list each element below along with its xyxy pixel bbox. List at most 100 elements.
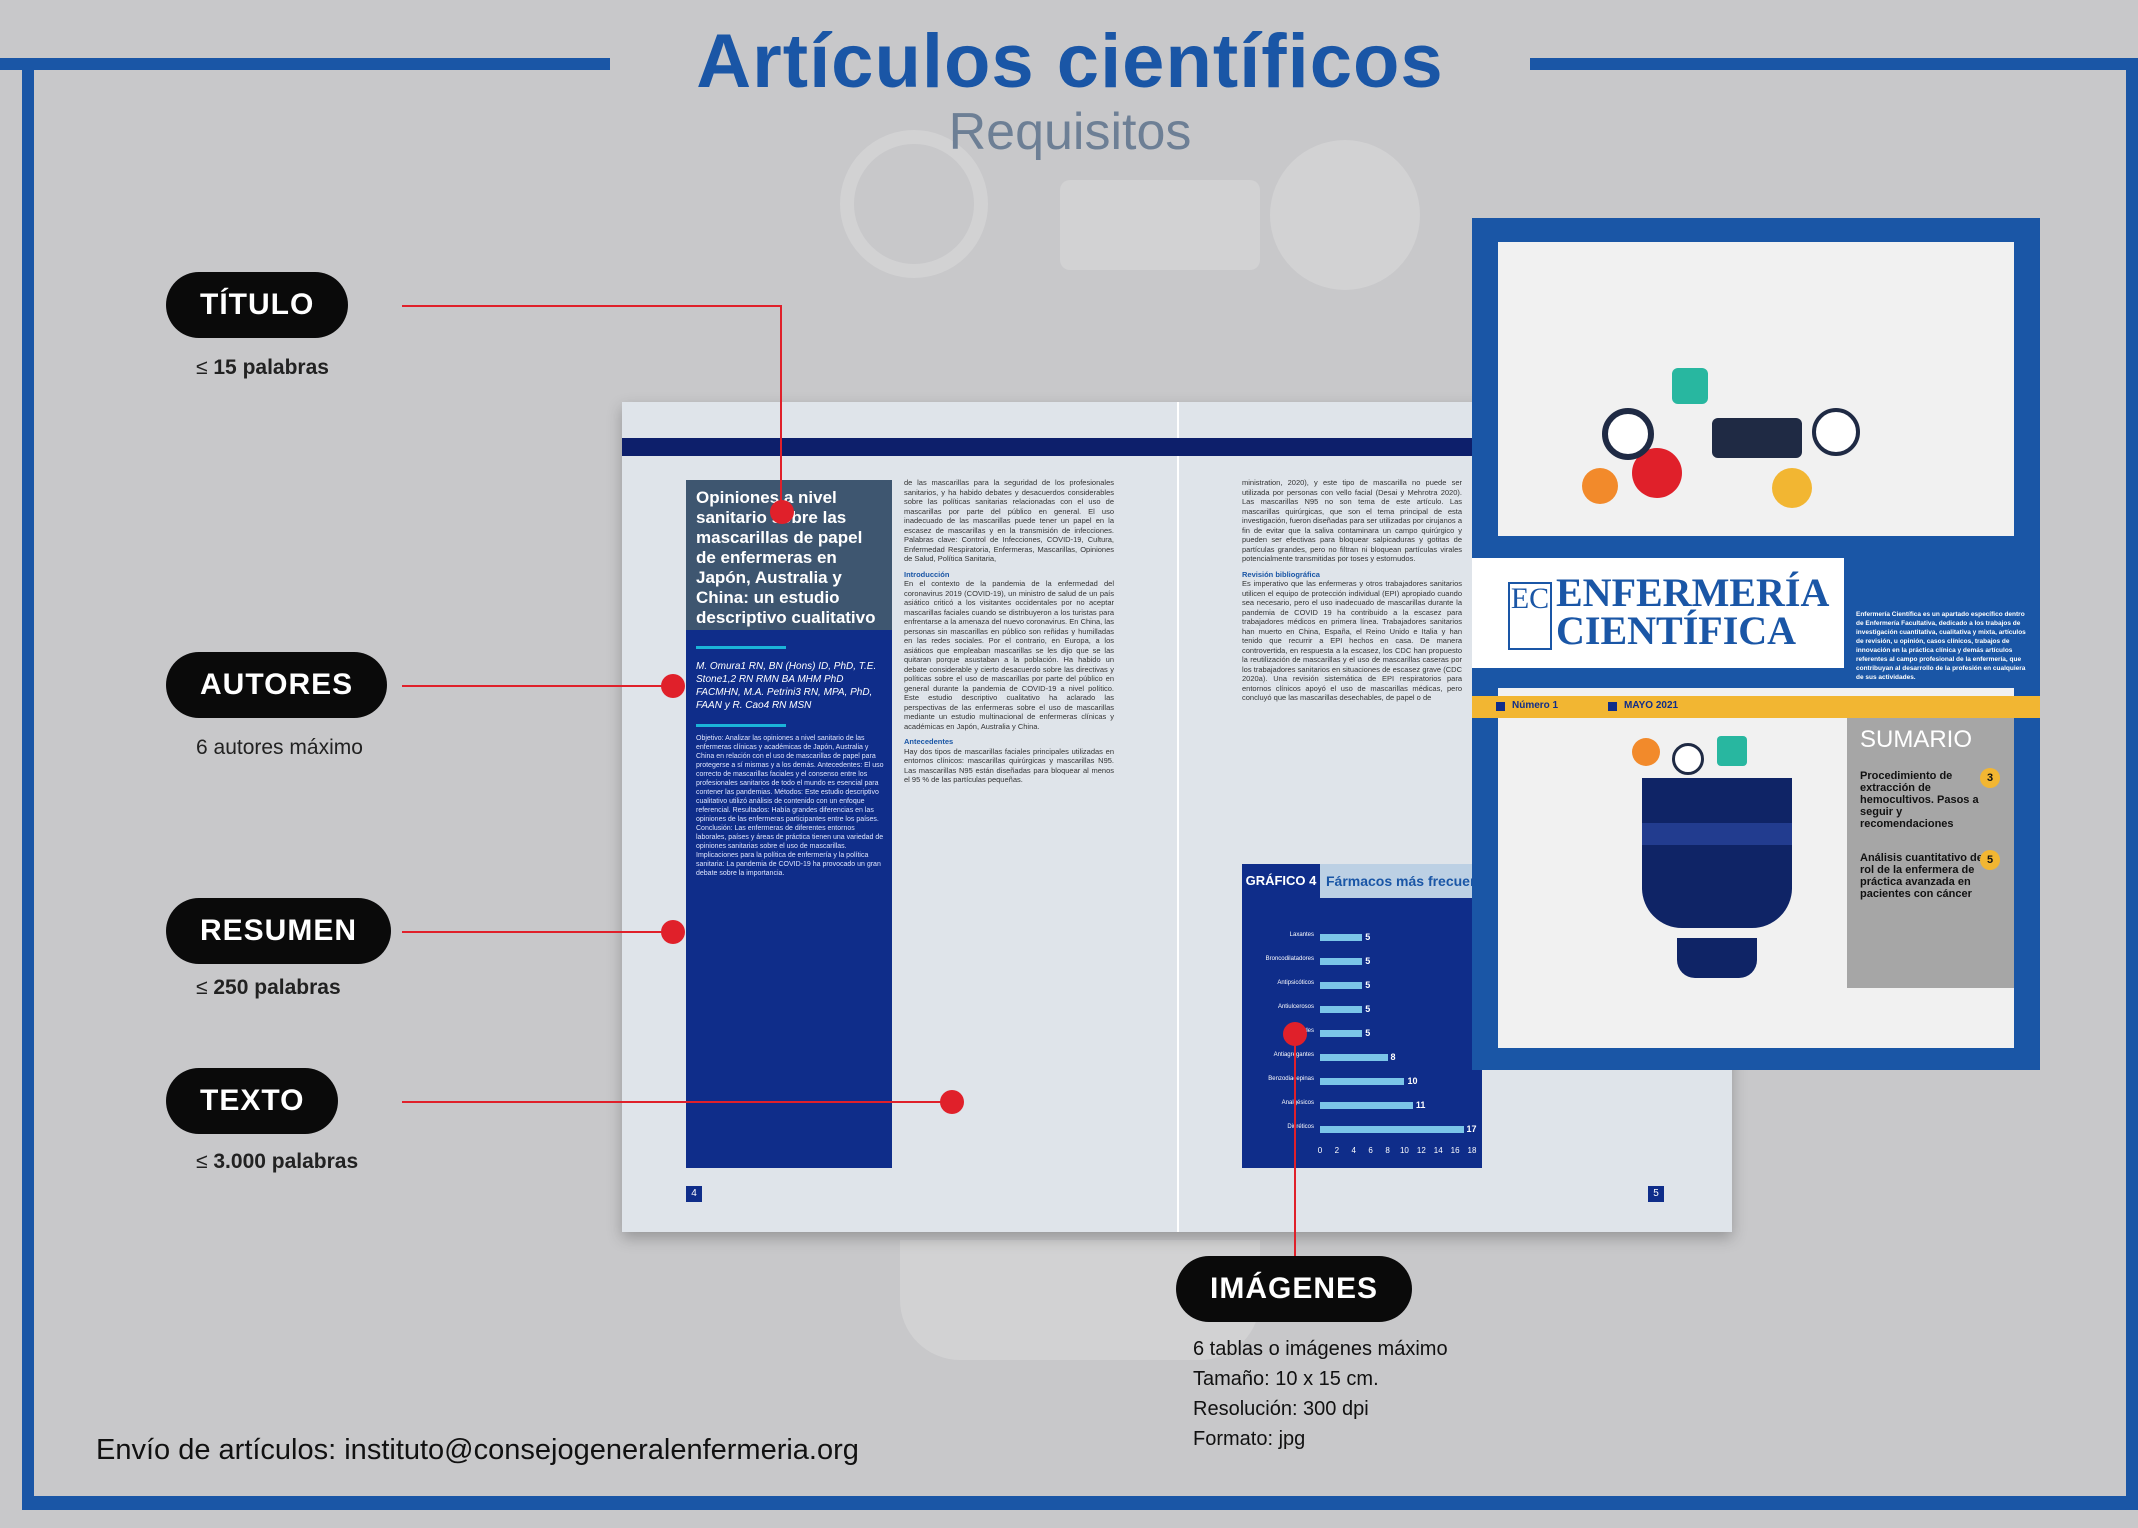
chart-category-label: Broncodilatadores — [1265, 956, 1314, 962]
imagenes-label: IMÁGENES — [1176, 1256, 1413, 1322]
frame-bar-top-right — [1530, 58, 2138, 70]
titulo-label: TÍTULO — [166, 272, 349, 338]
page-number-left: 4 — [686, 1186, 702, 1202]
text-column-1: de las mascarillas para la seguridad de … — [904, 478, 1114, 1168]
sumario-page-badge: 5 — [1980, 850, 2000, 870]
frame-bar-left — [22, 58, 34, 1508]
chart-category-label: Diuréticos — [1287, 1124, 1314, 1130]
chart-subtitle: Fármacos más frecuentes — [1320, 864, 1482, 898]
imagenes-note: Resolución: 300 dpi — [1193, 1398, 1369, 1420]
chart-tick-label: 18 — [1467, 1146, 1477, 1155]
autores-note: 6 autores máximo — [196, 736, 363, 759]
text-column-2: ministration, 2020), y este tipo de masc… — [1242, 478, 1462, 858]
chart-tick-label: 14 — [1433, 1146, 1443, 1155]
chart-bar — [1320, 1078, 1405, 1085]
sumario-item: Procedimiento de extracción de hemoculti… — [1860, 770, 1979, 830]
lightbulb-icon — [1772, 468, 1812, 508]
chart-category-label: Antiulcerosos — [1277, 1004, 1314, 1010]
cover-issue-strip — [1472, 696, 2040, 718]
issue-bullet — [1496, 702, 1505, 711]
column-1-paragraph-2: En el contexto de la pandemia de la enfe… — [904, 579, 1114, 731]
chart-category-label: Analgésicos — [1281, 1100, 1314, 1106]
imagenes-note: 6 tablas o imágenes máximo — [1193, 1338, 1448, 1360]
column-2-paragraph: ministration, 2020), y este tipo de masc… — [1242, 478, 1462, 563]
chart-category-label: Laxantes — [1289, 932, 1314, 938]
chart-value-label: 10 — [1407, 1076, 1418, 1086]
cover-logo-mark: EC — [1508, 582, 1552, 650]
authors-rule — [696, 724, 786, 727]
resumen-connector — [402, 931, 672, 933]
frame-bar-top-left — [0, 58, 610, 70]
page-number-right: 5 — [1648, 1186, 1664, 1202]
article-title: Opiniones a nivel sanitario sobre las ma… — [686, 480, 892, 630]
cover-top-panel — [1498, 242, 2014, 540]
chart-bar — [1320, 934, 1363, 941]
cover-issue-number: Número 1 — [1512, 700, 1559, 711]
lamp-stripe — [1642, 823, 1792, 845]
titulo-marker — [770, 500, 794, 524]
imagenes-notes: 6 tablas o imágenes máximo Tamaño: 10 x … — [1193, 1334, 1448, 1454]
chart-value-label: 11 — [1415, 1100, 1426, 1110]
puzzle-icon — [1672, 368, 1708, 404]
imagenes-connector — [1294, 1034, 1296, 1288]
titulo-note: ≤ 15 palabras — [196, 356, 329, 379]
texto-note: ≤ 3.000 palabras — [196, 1150, 359, 1173]
chart-category-label: Benzodiacepinas — [1268, 1076, 1314, 1082]
column-1-paragraph: de las mascarillas para la seguridad de … — [904, 478, 1114, 563]
column-1-heading-antecedentes: Antecedentes — [904, 737, 954, 746]
chart-value-label: 8 — [1390, 1052, 1396, 1062]
compass-icon — [1672, 743, 1704, 775]
background-compass-icon — [1270, 140, 1420, 290]
autores-marker — [661, 674, 685, 698]
chart-bar — [1320, 1054, 1388, 1061]
column-2-paragraph-2: Es imperativo que las enfermeras y otros… — [1242, 579, 1462, 702]
chart-tick-label: 6 — [1368, 1146, 1373, 1155]
gear-icon — [1632, 738, 1660, 766]
chart-title: GRÁFICO 4 — [1242, 864, 1320, 898]
chart-value-label: 5 — [1365, 932, 1371, 942]
page-title: Artículos científicos — [696, 19, 1444, 104]
titulo-connector-h — [402, 305, 782, 307]
texto-label: TEXTO — [166, 1068, 339, 1134]
magazine-cover: EC ENFERMERÍA CIENTÍFICA Enfermería Cien… — [1472, 218, 2040, 1070]
chart-tick-label: 2 — [1334, 1146, 1340, 1155]
cover-logo-line-2: CIENTÍFICA — [1556, 608, 1797, 653]
column-1-paragraph-3: Hay dos tipos de mascarillas faciales pr… — [904, 746, 1114, 785]
lamp-neck — [1677, 938, 1757, 978]
chart-value-label: 17 — [1466, 1124, 1477, 1134]
spread-gutter — [1177, 402, 1179, 1232]
chart-grafico-4: GRÁFICO 4 Fármacos más frecuentes Laxant… — [1242, 864, 1482, 1168]
chart-tick-label: 10 — [1399, 1146, 1409, 1155]
sumario-page-badge: 3 — [1980, 768, 2000, 788]
titulo-connector-v — [780, 305, 782, 513]
graduation-cap-icon — [1712, 418, 1802, 458]
chart-bar — [1320, 982, 1363, 989]
cover-logo-line-1: ENFERMERÍA — [1556, 570, 1830, 615]
frame-bar-right — [2126, 58, 2138, 1508]
gem-icon — [1717, 736, 1747, 766]
compass-icon — [1812, 408, 1860, 456]
frame-bar-bottom — [22, 1496, 2138, 1510]
chart-category-label: Antipsicóticos — [1277, 980, 1314, 986]
sumario-item: Análisis cuantitativo del rol de la enfe… — [1860, 852, 1986, 900]
page-subtitle: Requisitos — [948, 103, 1192, 161]
imagenes-marker — [1283, 1022, 1307, 1046]
chart-tick-label: 0 — [1317, 1146, 1323, 1155]
background-graduation-cap-icon — [1060, 180, 1260, 270]
autores-connector — [402, 685, 672, 687]
chart-value-label: 5 — [1365, 980, 1371, 990]
chart-bar — [1320, 958, 1363, 965]
article-abstract: Objetivo: Analizar las opiniones a nivel… — [696, 735, 884, 877]
imagenes-note: Tamaño: 10 x 15 cm. — [1193, 1368, 1379, 1390]
spread-top-band — [622, 438, 1732, 456]
chart-tick-label: 4 — [1351, 1146, 1356, 1155]
gear-icon — [1582, 468, 1618, 504]
chart-value-label: 5 — [1365, 956, 1371, 966]
title-rule — [696, 646, 786, 649]
sumario-title: SUMARIO — [1860, 726, 1973, 753]
column-2-heading-revision: Revisión bibliográfica — [1242, 569, 1320, 579]
chart-bar — [1320, 1030, 1363, 1037]
cover-issue-date: MAYO 2021 — [1624, 700, 1679, 711]
chart-value-label: 5 — [1365, 1004, 1371, 1014]
chart-tick-label: 8 — [1385, 1146, 1390, 1155]
